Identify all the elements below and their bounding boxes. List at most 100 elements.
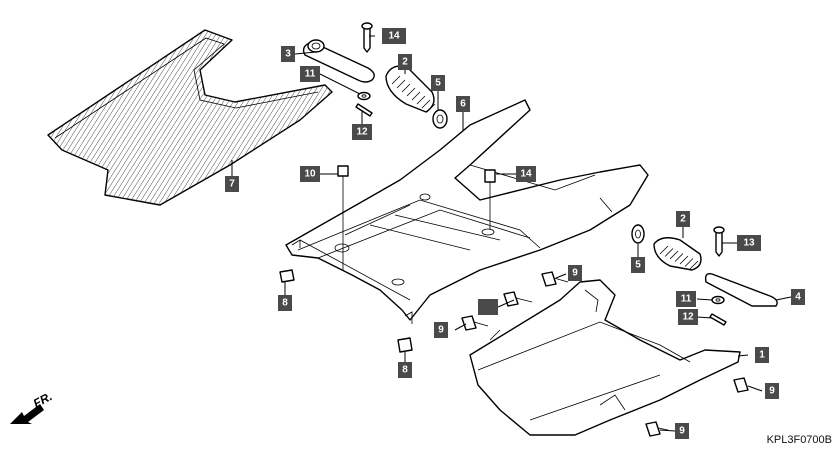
rubber-washer-part	[432, 109, 448, 129]
callout-9: 9	[765, 383, 779, 399]
svg-text:5: 5	[435, 78, 441, 89]
front-direction-arrow-icon: FR.	[10, 389, 54, 424]
rubber-washer-part	[631, 224, 645, 244]
floor-mat-part	[0, 20, 333, 210]
rubber-rib-line	[669, 250, 679, 260]
bolt-10-part	[337, 165, 349, 270]
callout-12: 12	[352, 124, 372, 140]
mat-texture-line	[89, 30, 211, 205]
callout-11: 11	[676, 291, 696, 307]
mat-texture-line	[0, 20, 10, 210]
rubber-rib-line	[684, 258, 694, 267]
svg-text:12: 12	[356, 127, 368, 138]
mat-texture-line	[0, 20, 5, 210]
mat-texture-line	[94, 30, 216, 205]
bolt-9-part	[733, 377, 749, 393]
callout-5: 5	[431, 75, 445, 91]
svg-text:9: 9	[679, 426, 685, 437]
svg-text:4: 4	[795, 292, 801, 303]
svg-text:9: 9	[769, 386, 775, 397]
cotter-pin-part	[709, 313, 727, 326]
rubber-rib-line	[689, 260, 699, 270]
rubber-rib-line	[421, 99, 431, 109]
rubber-rib-line	[426, 103, 436, 113]
svg-text:6: 6	[460, 99, 466, 110]
svg-text:11: 11	[681, 294, 692, 305]
mat-texture-line	[0, 20, 40, 210]
mat-texture-line	[48, 30, 61, 205]
mat-texture-line	[48, 30, 66, 205]
callout-8: 8	[278, 295, 292, 311]
clip-nut-part	[397, 337, 413, 353]
mat-texture-line	[0, 20, 25, 210]
mat-texture-line	[109, 30, 231, 205]
clip-pin-part	[361, 22, 373, 53]
mat-texture-line	[0, 20, 20, 210]
mat-texture-line	[48, 30, 86, 205]
rubber-rib-line	[416, 95, 426, 105]
diagram-code: KPL3F0700B	[766, 434, 832, 446]
callout-4: 4	[791, 289, 805, 305]
rubber-rib-line	[396, 79, 406, 89]
footpeg-rubber-part	[385, 65, 436, 113]
svg-text:10: 10	[304, 169, 316, 180]
clip-pin-part	[713, 226, 725, 257]
mat-texture-line	[48, 30, 56, 205]
callout-9: 9	[675, 423, 689, 439]
footpeg-rubber-part	[653, 237, 702, 271]
frame-stay-part	[285, 99, 649, 324]
washer-part	[711, 295, 725, 305]
mat-texture-line	[0, 20, 35, 210]
callout-10: 10	[300, 166, 320, 182]
callout-8: 8	[398, 362, 412, 378]
cotter-pin-part	[355, 103, 373, 117]
rubber-rib-line	[401, 83, 411, 93]
callout-14: 14	[516, 166, 536, 182]
bolt-9-part	[461, 315, 489, 331]
svg-text:14: 14	[520, 169, 532, 180]
bolt-14-frame-part	[484, 169, 496, 230]
rubber-rib-line	[406, 87, 416, 97]
callout-6: 6	[456, 96, 470, 112]
callout-13: 14	[382, 28, 406, 44]
callout-14	[478, 299, 498, 315]
svg-text:3: 3	[285, 49, 291, 60]
callout-2: 2	[398, 54, 412, 70]
svg-text:1: 1	[759, 350, 765, 361]
mat-texture-line	[48, 30, 81, 205]
rubber-rib-line	[674, 253, 684, 262]
callout-12: 12	[678, 309, 698, 325]
mat-texture-line	[48, 30, 51, 205]
svg-text:14: 14	[388, 31, 400, 42]
bolt-14-part	[503, 291, 533, 307]
callout-3: 3	[281, 46, 295, 62]
mat-texture-line	[48, 30, 91, 205]
callout-5: 5	[631, 257, 645, 273]
svg-text:2: 2	[402, 57, 408, 68]
callout-2: 2	[676, 211, 690, 227]
lower-cover-part	[469, 279, 741, 436]
rubber-rib-line	[391, 75, 401, 85]
front-direction-label: FR.	[31, 389, 55, 410]
mat-texture-line	[104, 30, 226, 205]
svg-text:2: 2	[680, 214, 686, 225]
rubber-rib-line	[411, 91, 421, 101]
callout-1: 1	[755, 347, 769, 363]
washer-part	[357, 91, 371, 101]
mat-texture-line	[0, 20, 45, 210]
callout-9: 9	[568, 265, 582, 281]
svg-text:8: 8	[282, 298, 288, 309]
rubber-rib-line	[679, 255, 689, 265]
rubber-rib-line	[664, 248, 674, 257]
mat-texture-line	[48, 30, 71, 205]
svg-text:9: 9	[572, 268, 578, 279]
bolt-9-part	[645, 421, 669, 437]
mat-texture-line	[99, 30, 221, 205]
mat-texture-line	[0, 20, 30, 210]
svg-text:12: 12	[682, 312, 694, 323]
clip-nut-part	[279, 269, 295, 283]
callout-11: 11	[300, 66, 320, 82]
callout-7: 7	[225, 176, 239, 192]
mat-texture-line	[48, 30, 76, 205]
